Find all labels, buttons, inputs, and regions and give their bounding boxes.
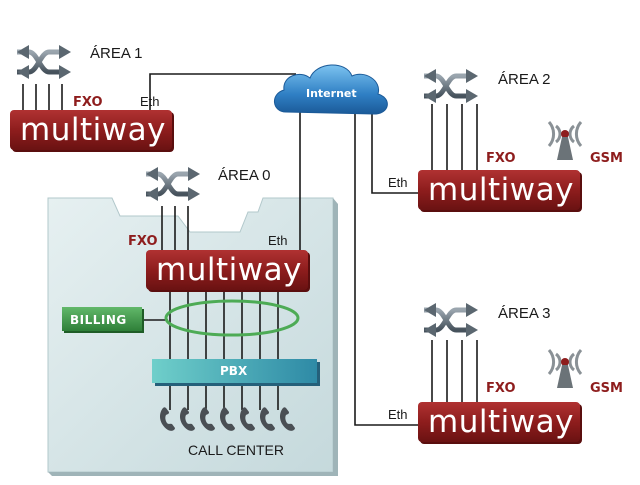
area-3-fxo-label: FXO	[486, 381, 516, 396]
switch-arrows-icon	[424, 69, 478, 103]
switch-arrows-icon	[424, 303, 478, 337]
pbx-label: PBX	[220, 364, 248, 378]
building-area-0	[47, 197, 338, 476]
device-label: multiway	[428, 404, 574, 440]
antenna-icon	[547, 120, 583, 162]
area-1-fxo-label: FXO	[73, 95, 103, 110]
pbx-bar: PBX	[152, 359, 320, 386]
area-3-gsm-label: GSM	[590, 381, 623, 396]
area-2-gsm-label: GSM	[590, 151, 623, 166]
area-0-fxo-label: FXO	[128, 234, 158, 249]
device-label: multiway	[428, 172, 574, 208]
area-3: ÁREA 3 FXO GSM Eth multiway	[388, 303, 623, 444]
multiway-device-area-3: multiway	[418, 402, 582, 444]
area-3-eth-label: Eth	[388, 407, 408, 422]
area-1: ÁREA 1 FXO Eth multiway	[10, 45, 174, 152]
area-3-title: ÁREA 3	[498, 305, 551, 322]
switch-arrows-icon	[146, 167, 200, 201]
area-2-fxo-label: FXO	[486, 151, 516, 166]
multiway-device-area-2: multiway	[418, 170, 582, 212]
area-2: ÁREA 2 FXO GSM Eth multiway	[388, 69, 623, 212]
cloud-icon: Internet	[274, 64, 388, 115]
area-2-title: ÁREA 2	[498, 71, 551, 88]
multiway-device-area-0: multiway	[146, 250, 310, 292]
area-0: ÁREA 0 FXO Eth multiway	[128, 167, 310, 292]
device-label: multiway	[20, 112, 166, 148]
billing-box: BILLING	[62, 307, 144, 333]
call-center-label: CALL CENTER	[188, 442, 284, 458]
multiway-device-area-1: multiway	[10, 110, 174, 152]
area-0-title: ÁREA 0	[218, 167, 271, 184]
billing-tap-ring	[164, 299, 300, 337]
area-1-eth-label: Eth	[140, 94, 160, 109]
billing-label: BILLING	[70, 313, 127, 327]
area-0-eth-label: Eth	[268, 233, 288, 248]
network-wires	[22, 73, 478, 426]
antenna-icon	[547, 348, 583, 390]
cloud-label: Internet	[306, 87, 357, 100]
area-1-title: ÁREA 1	[90, 45, 143, 62]
area-2-eth-label: Eth	[388, 175, 408, 190]
switch-arrows-icon	[17, 45, 71, 79]
device-label: multiway	[156, 252, 302, 288]
